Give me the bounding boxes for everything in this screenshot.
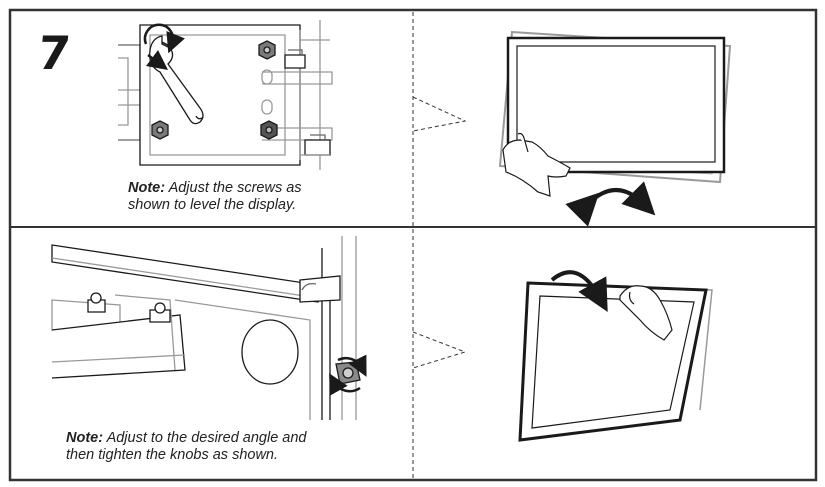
- note-label: Note:: [128, 180, 166, 196]
- knob-icon: [335, 361, 361, 385]
- display-front: [518, 281, 708, 442]
- rotate-arrow-icon: [337, 354, 367, 377]
- hand-icon: [502, 132, 571, 197]
- rotate-arrow-icon: [143, 23, 185, 54]
- display-level-illustration: [498, 30, 732, 227]
- curved-arrow-icon: [550, 270, 608, 313]
- arm-knob-illustration: [51, 236, 367, 420]
- callout-pointer-bottom: [412, 331, 467, 369]
- note-label: Note:: [66, 430, 104, 446]
- outer-frame: [8, 8, 818, 482]
- note-top: Note: Adjust the screws as shown to leve…: [128, 180, 302, 214]
- curved-arrow-icon: [565, 181, 656, 227]
- note-text-line1: Adjust to the desired angle and: [106, 430, 307, 446]
- nut-icon: [260, 120, 278, 140]
- callout-pointer-top: [412, 96, 467, 132]
- nut-icon: [151, 120, 169, 140]
- nut-icon: [258, 40, 276, 60]
- bracket-screws-illustration: [118, 20, 333, 170]
- display-front: [506, 36, 726, 174]
- note-text-line1: Adjust the screws as: [168, 180, 302, 196]
- hand-icon: [619, 285, 673, 341]
- display-tilt-illustration: [518, 270, 713, 442]
- note-text-line2: shown to level the display.: [128, 197, 297, 213]
- note-text-line2: then tighten the knobs as shown.: [66, 447, 279, 463]
- note-bottom: Note: Adjust to the desired angle and th…: [66, 430, 306, 464]
- step-number: 7: [35, 26, 73, 80]
